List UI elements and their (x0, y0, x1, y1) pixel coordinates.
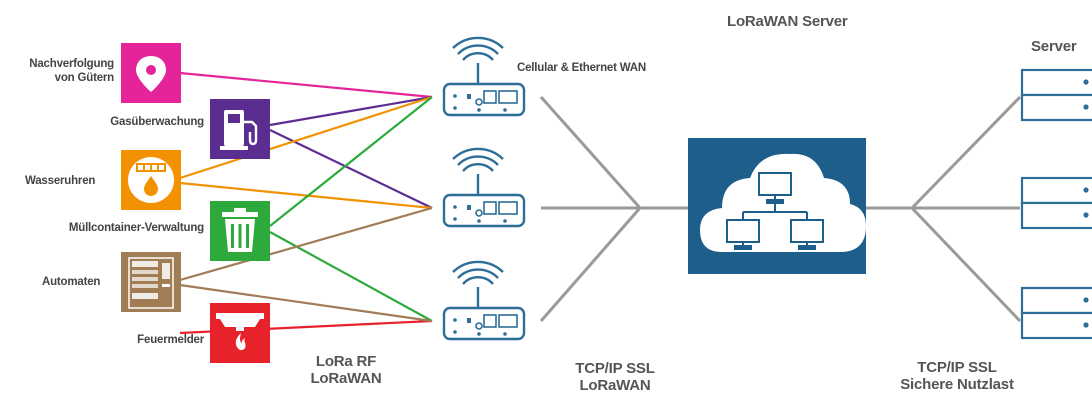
tcp-lorawan-label: TCP/IP SSL LoRaWAN (560, 360, 670, 394)
gateway-3 (442, 260, 526, 341)
device-label-vending: Automaten (42, 276, 101, 288)
gateway-wan-label: Cellular & Ethernet WAN (517, 62, 646, 74)
lorawan-text-2: LoRaWAN (579, 377, 651, 394)
lora-rf-text: LoRa RF (315, 353, 377, 370)
tcp-ssl-text-2: TCP/IP SSL (917, 359, 997, 376)
tcp-payload-label: TCP/IP SSL Sichere Nutzlast (882, 359, 1032, 393)
device-label-fire: Feuermelder (137, 334, 204, 346)
water-meter-icon (121, 150, 181, 210)
lorawan-text: LoRaWAN (310, 370, 382, 387)
trash-bin-icon (210, 201, 270, 261)
device-label-tracking: Nachverfolgung von Gütern (29, 58, 114, 84)
device-label-waste: Müllcontainer-Verwaltung (68, 222, 204, 234)
secure-payload-text: Sichere Nutzlast (900, 376, 1014, 393)
vending-machine-icon (121, 252, 181, 312)
tcp-ssl-text-1: TCP/IP SSL (575, 360, 655, 377)
lorawan-server-title: LoRaWAN Server (727, 13, 848, 30)
server-stack-1 (1020, 68, 1092, 122)
server-label: Server (1031, 38, 1077, 55)
backhaul-links (539, 95, 1022, 323)
lorawan-server-cloud (688, 138, 866, 274)
device-label-gas: Gasüberwachung (110, 116, 204, 128)
lora-protocol-label: LoRa RF LoRaWAN (296, 353, 396, 387)
fuel-pump-icon (210, 99, 270, 159)
gateway-1 (442, 36, 526, 117)
server-stack-3 (1020, 286, 1092, 340)
smoke-detector-icon (210, 303, 270, 363)
gateway-2 (442, 147, 526, 228)
location-pin-icon (121, 43, 181, 103)
network-computers-icon (726, 172, 824, 250)
device-label-water: Wasseruhren (25, 175, 96, 187)
server-stack-2 (1020, 176, 1092, 230)
